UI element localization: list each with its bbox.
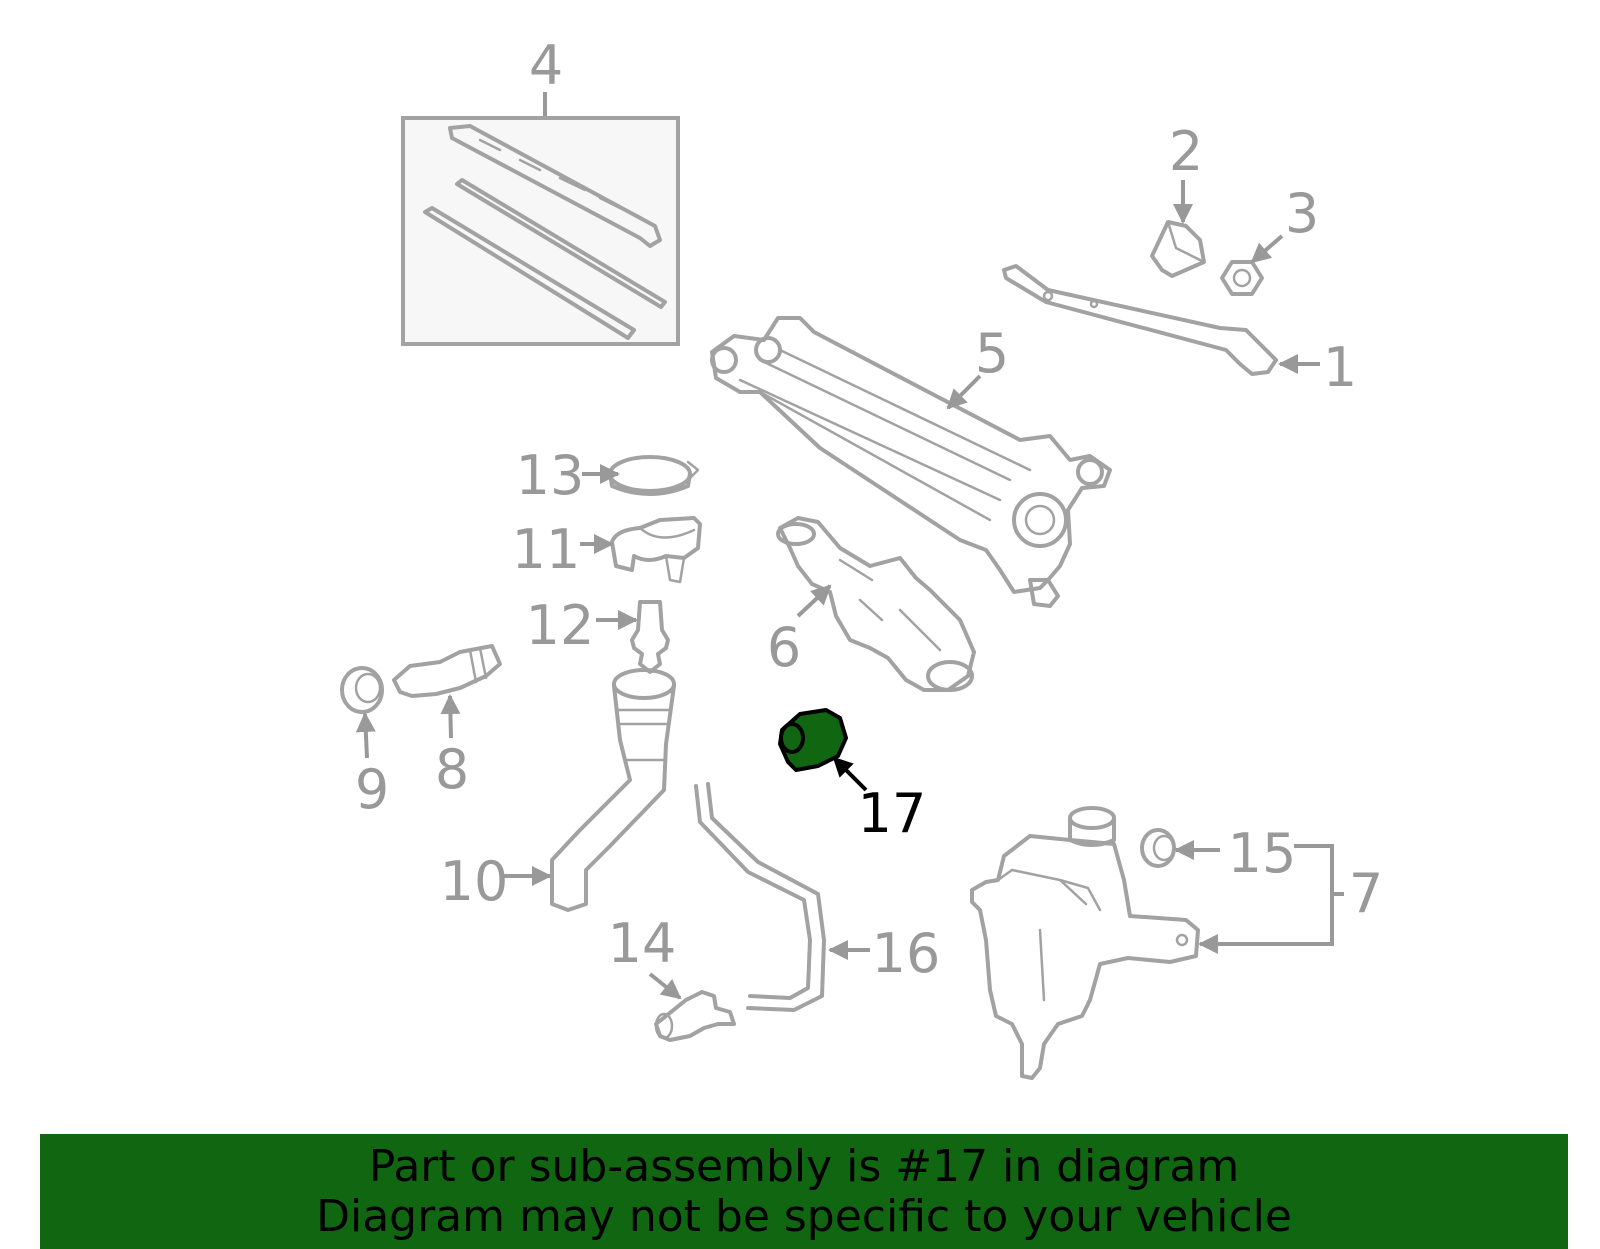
callout-5-leader: [946, 374, 982, 410]
part-14-nozzle[interactable]: [654, 990, 736, 1042]
callout-17[interactable]: 17: [858, 782, 927, 845]
callout-14[interactable]: 14: [608, 912, 677, 975]
callout-3-leader: [1250, 234, 1284, 264]
callout-2[interactable]: 2: [1169, 120, 1203, 183]
callout-5[interactable]: 5: [975, 322, 1009, 385]
callout-8-leader: [440, 694, 461, 739]
callout-11[interactable]: 11: [512, 518, 581, 581]
part-2-pivot-cap[interactable]: [1150, 220, 1206, 278]
callout-14-leader: [648, 972, 682, 1000]
callout-9[interactable]: 9: [355, 758, 389, 821]
callout-3[interactable]: 3: [1285, 182, 1319, 245]
callout-12[interactable]: 12: [526, 594, 595, 657]
part-1-wiper-arm[interactable]: [1002, 264, 1278, 376]
part-10-filler-neck[interactable]: [550, 668, 676, 912]
callout-1[interactable]: 1: [1323, 336, 1357, 399]
banner-line-1: Part or sub-assembly is #17 in diagram: [368, 1140, 1240, 1192]
part-4-wiper-blade-kit[interactable]: [401, 116, 680, 346]
callout-15[interactable]: 15: [1228, 822, 1297, 885]
part-6-wiper-motor[interactable]: [776, 516, 976, 692]
part-16-washer-hose[interactable]: [694, 782, 826, 1012]
callout-17-leader: [832, 756, 868, 792]
part-7-washer-reservoir[interactable]: [970, 806, 1200, 1080]
banner-line-2: Diagram may not be specific to your vehi…: [316, 1190, 1292, 1242]
part-12-connector[interactable]: [630, 600, 670, 674]
callout-16[interactable]: 16: [872, 922, 941, 985]
part-17-highlighted[interactable]: [778, 708, 848, 772]
part-5-wiper-linkage[interactable]: [710, 316, 1112, 608]
part-3-nut[interactable]: [1220, 260, 1264, 296]
info-banner: Part or sub-assembly is #17 in diagram D…: [40, 1134, 1568, 1249]
callout-13[interactable]: 13: [516, 444, 585, 507]
callout-7[interactable]: 7: [1349, 862, 1383, 925]
callout-10[interactable]: 10: [440, 850, 509, 913]
callout-8[interactable]: 8: [435, 738, 469, 801]
part-15-reservoir-cap[interactable]: [1140, 828, 1176, 868]
callout-6-leader: [796, 584, 832, 618]
callout-9-leader: [355, 712, 376, 759]
callout-4[interactable]: 4: [529, 34, 563, 97]
callout-6[interactable]: 6: [767, 616, 801, 679]
part-13-ring[interactable]: [608, 455, 700, 496]
part-9-grommet[interactable]: [340, 666, 384, 714]
part-8-washer-pump[interactable]: [392, 644, 502, 698]
part-11-bracket[interactable]: [610, 516, 702, 584]
